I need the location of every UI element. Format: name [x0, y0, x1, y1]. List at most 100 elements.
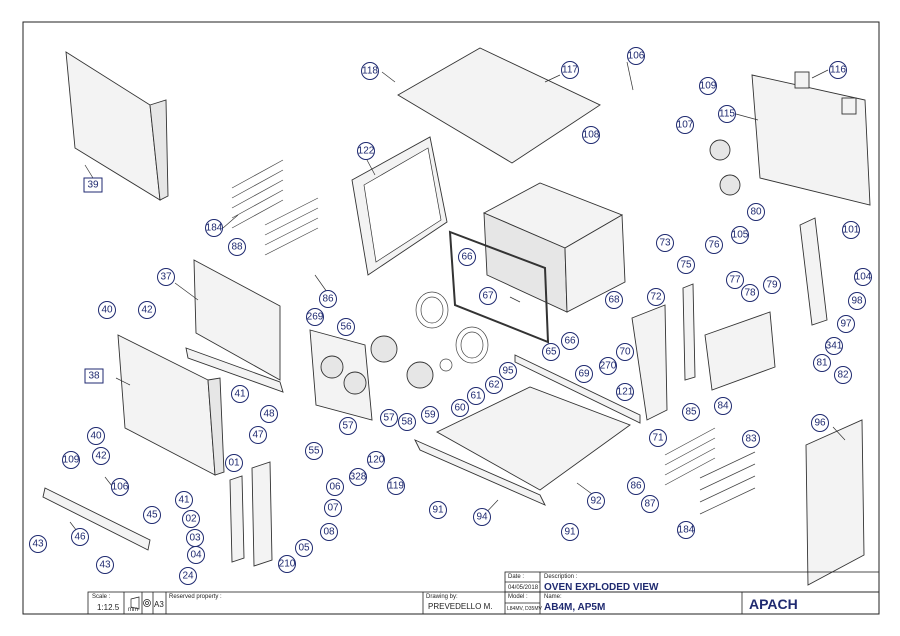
unit-label: mm	[128, 607, 138, 613]
svg-text:88: 88	[231, 242, 243, 253]
svg-text:79: 79	[766, 280, 778, 291]
svg-text:107: 107	[677, 120, 694, 131]
svg-text:46: 46	[74, 532, 86, 543]
callout-41: 81	[813, 354, 831, 372]
svg-text:105: 105	[732, 230, 749, 241]
svg-text:38: 38	[88, 371, 100, 382]
callout-70: 02	[182, 510, 200, 528]
callout-7: 115	[718, 105, 736, 123]
model-label: Model :	[508, 594, 528, 600]
callout-32: 68	[605, 291, 623, 309]
svg-text:83: 83	[745, 434, 757, 445]
svg-text:72: 72	[650, 292, 662, 303]
callout-54: 61	[467, 387, 485, 405]
svg-text:41: 41	[178, 495, 190, 506]
svg-text:56: 56	[340, 322, 352, 333]
svg-text:75: 75	[680, 260, 692, 271]
callout-18: 66	[458, 248, 476, 266]
scale-value: 1:12.5	[97, 603, 120, 612]
callout-49: 57	[380, 409, 398, 427]
callout-37: 121	[616, 383, 634, 401]
heating-element-upper	[415, 291, 449, 329]
callout-84: 87	[641, 495, 659, 513]
callout-53: 60	[451, 399, 469, 417]
svg-text:69: 69	[578, 369, 590, 380]
callout-33: 66	[561, 332, 579, 350]
svg-text:76: 76	[708, 240, 720, 251]
svg-text:65: 65	[545, 347, 557, 358]
callout-4: 107	[676, 116, 694, 134]
heating-element-lower	[455, 326, 489, 364]
svg-text:55: 55	[308, 446, 320, 457]
boxed-label-0: 39	[83, 177, 103, 193]
back-panel-115	[751, 74, 871, 206]
callout-26: 79	[763, 276, 781, 294]
svg-text:108: 108	[583, 130, 600, 141]
door-edge-39	[149, 99, 169, 201]
svg-text:92: 92	[590, 496, 602, 507]
svg-text:66: 66	[461, 252, 473, 263]
svg-text:57: 57	[383, 413, 395, 424]
svg-text:96: 96	[814, 418, 826, 429]
svg-text:41: 41	[234, 389, 246, 400]
callout-34: 69	[575, 365, 593, 383]
svg-text:104: 104	[855, 272, 872, 283]
callout-16: 269	[306, 308, 324, 326]
callout-14: 40	[98, 301, 116, 319]
disc-60	[439, 358, 453, 372]
callout-79: 46	[71, 528, 89, 546]
description-value: OVEN EXPLODED VIEW	[544, 582, 659, 593]
svg-text:91: 91	[564, 527, 576, 538]
svg-text:42: 42	[141, 305, 153, 316]
callout-5: 108	[582, 126, 600, 144]
callout-74: 40	[87, 427, 105, 445]
callout-9: 184	[205, 219, 223, 237]
svg-text:81: 81	[816, 358, 828, 369]
callout-47: 47	[249, 426, 267, 444]
fan-wheel-57	[370, 335, 398, 363]
callout-65: 07	[324, 499, 342, 517]
svg-text:328: 328	[350, 472, 367, 483]
callout-21: 73	[656, 234, 674, 252]
format-label: A3	[154, 600, 164, 609]
callout-78: 45	[143, 506, 161, 524]
svg-text:94: 94	[476, 512, 488, 523]
svg-text:43: 43	[99, 560, 111, 571]
callout-59: 91	[561, 523, 579, 541]
callout-27: 101	[842, 221, 860, 239]
boxed-label-1: 38	[84, 368, 104, 384]
svg-text:122: 122	[358, 146, 375, 157]
svg-text:03: 03	[189, 533, 201, 544]
svg-text:86: 86	[322, 294, 334, 305]
svg-text:67: 67	[482, 291, 494, 302]
callout-46: 41	[231, 385, 249, 403]
svg-text:117: 117	[562, 65, 578, 76]
callout-56: 95	[499, 362, 517, 380]
svg-text:37: 37	[160, 272, 172, 283]
callout-61: 120	[367, 451, 385, 469]
callout-30: 97	[837, 315, 855, 333]
svg-text:70: 70	[619, 347, 631, 358]
svg-text:66: 66	[564, 336, 576, 347]
callout-77: 106	[111, 478, 129, 496]
svg-text:61: 61	[470, 391, 482, 402]
svg-text:80: 80	[750, 207, 762, 218]
callout-13: 86	[319, 290, 337, 308]
callout-80: 43	[29, 535, 47, 553]
svg-text:97: 97	[840, 319, 852, 330]
svg-text:101: 101	[843, 225, 860, 236]
column-210	[251, 461, 273, 567]
svg-text:91: 91	[432, 505, 444, 516]
svg-text:98: 98	[851, 296, 863, 307]
svg-text:109: 109	[700, 81, 717, 92]
callout-83: 86	[627, 477, 645, 495]
svg-text:07: 07	[327, 503, 339, 514]
callout-23: 77	[726, 271, 744, 289]
svg-text:73: 73	[659, 238, 671, 249]
svg-text:42: 42	[95, 451, 107, 462]
svg-text:58: 58	[401, 417, 413, 428]
svg-text:57: 57	[342, 421, 354, 432]
svg-text:60: 60	[454, 403, 466, 414]
svg-text:87: 87	[644, 499, 656, 510]
